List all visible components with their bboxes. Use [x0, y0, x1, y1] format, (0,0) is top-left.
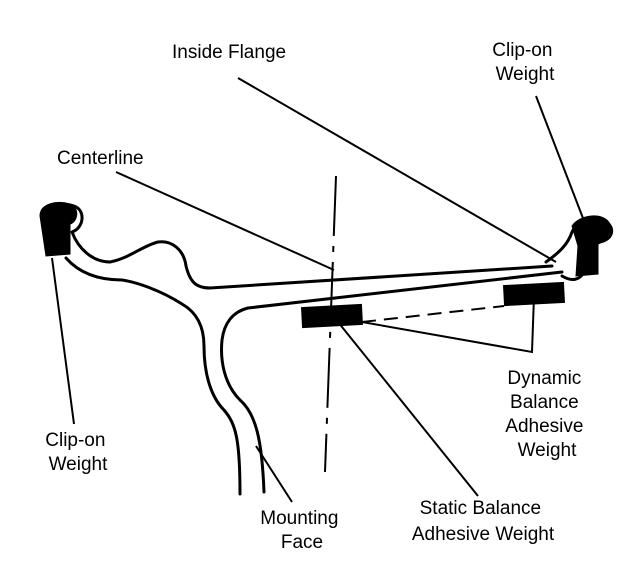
- clip-on-weight-right: [571, 215, 611, 277]
- label-clip-on-weight-left: Clip-on Weight: [45, 430, 110, 475]
- leader-mounting-face: [255, 445, 293, 503]
- label-clip-on-weight-right-line1: Clip-on: [492, 40, 552, 61]
- rim-well-lower-edge: [64, 256, 242, 496]
- clip-on-weight-left: [39, 202, 78, 257]
- label-static-balance: Static Balance Adhesive Weight: [412, 498, 555, 545]
- mounting-disc: [220, 270, 564, 494]
- label-dynamic-balance-line2: Balance: [510, 392, 579, 413]
- label-dynamic-balance-line1: Dynamic: [507, 368, 581, 389]
- label-mounting-face-line2: Face: [281, 532, 323, 553]
- label-mounting-face-line1: Mounting: [260, 508, 338, 529]
- adhesive-weight-link: [361, 305, 505, 323]
- leader-centerline: [115, 171, 335, 271]
- label-clip-on-weight-right: Clip-on Weight: [492, 40, 557, 85]
- left-rim-flange: [44, 203, 554, 290]
- leader-clip-on-right: [535, 95, 587, 227]
- label-dynamic-balance: Dynamic Balance Adhesive Weight: [505, 368, 588, 461]
- centerline-axis: [324, 175, 337, 473]
- label-clip-on-weight-right-line2: Weight: [496, 64, 556, 85]
- leader-dynamic-balance: [361, 295, 535, 354]
- leader-static-balance: [337, 321, 479, 497]
- label-clip-on-weight-left-line1: Clip-on: [45, 430, 105, 451]
- label-static-balance-line2: Adhesive Weight: [412, 524, 555, 545]
- label-static-balance-line1: Static Balance: [420, 498, 541, 519]
- leader-inside-flange: [237, 77, 557, 263]
- label-mounting-face: Mounting Face: [260, 508, 343, 553]
- label-inside-flange: Inside Flange: [172, 42, 286, 63]
- label-dynamic-balance-line3: Adhesive: [505, 416, 583, 437]
- label-dynamic-balance-line4: Weight: [518, 440, 578, 461]
- label-clip-on-weight-left-line2: Weight: [49, 454, 109, 475]
- label-centerline: Centerline: [57, 148, 144, 169]
- leader-clip-on-left: [51, 257, 75, 425]
